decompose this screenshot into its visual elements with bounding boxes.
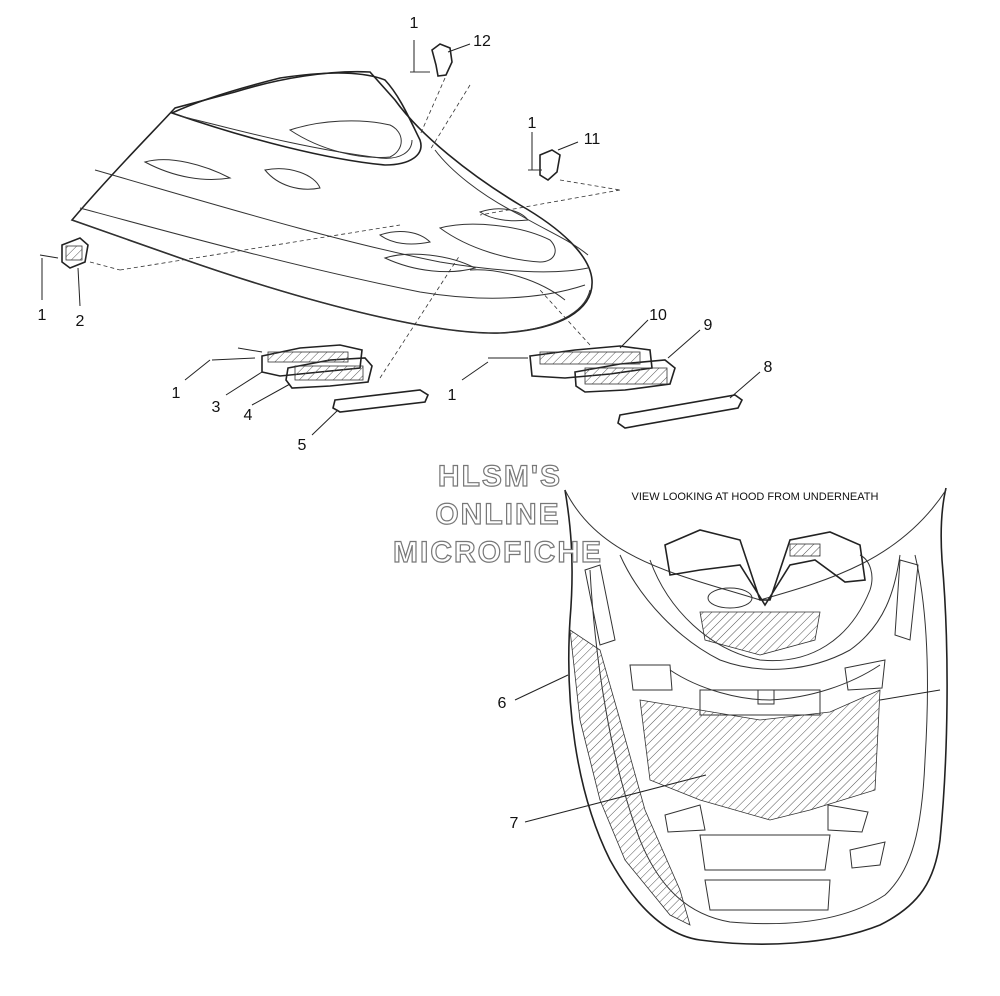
- watermark-line-1: HLSM'S: [438, 460, 562, 493]
- hood-top-view: [70, 70, 593, 334]
- callout-12: 12: [473, 33, 491, 50]
- callout-1-right-top: 1: [528, 115, 537, 132]
- callout-11: 11: [584, 131, 601, 148]
- callout-6: 6: [498, 695, 507, 712]
- underneath-view-note: VIEW LOOKING AT HOOD FROM UNDERNEATH: [632, 491, 879, 503]
- part-8-strip: [617, 371, 761, 429]
- callout-5: 5: [298, 437, 307, 454]
- callout-1-left: 1: [38, 307, 47, 324]
- callout-8: 8: [764, 359, 773, 376]
- callout-4: 4: [244, 407, 253, 424]
- callout-1-mid-left: 1: [172, 385, 181, 402]
- part-9-10-louvers: [461, 289, 701, 393]
- callout-1-top: 1: [410, 15, 419, 32]
- part-12-bracket: [410, 40, 471, 151]
- part-3-4-louvers: [184, 254, 461, 406]
- callout-3: 3: [212, 399, 221, 416]
- watermark-line-2: ONLINE: [435, 498, 560, 531]
- callout-7: 7: [510, 815, 519, 832]
- hood-underneath-view: [514, 487, 948, 945]
- callout-10: 10: [649, 307, 667, 324]
- callout-9: 9: [704, 317, 713, 334]
- part-2-vent: [39, 224, 401, 307]
- callout-1-mid-right: 1: [448, 387, 457, 404]
- callout-2: 2: [76, 313, 85, 330]
- watermark: HLSM'S ONLINE MICROFICHE: [392, 459, 603, 569]
- watermark-line-3: MICROFICHE: [393, 536, 603, 569]
- callout-labels: 1 12 1 11 1 2 1 3 4 5 1 10 9 8 6 7: [38, 15, 773, 832]
- part-5-strip: [311, 389, 430, 436]
- part-11-bracket: [479, 132, 621, 216]
